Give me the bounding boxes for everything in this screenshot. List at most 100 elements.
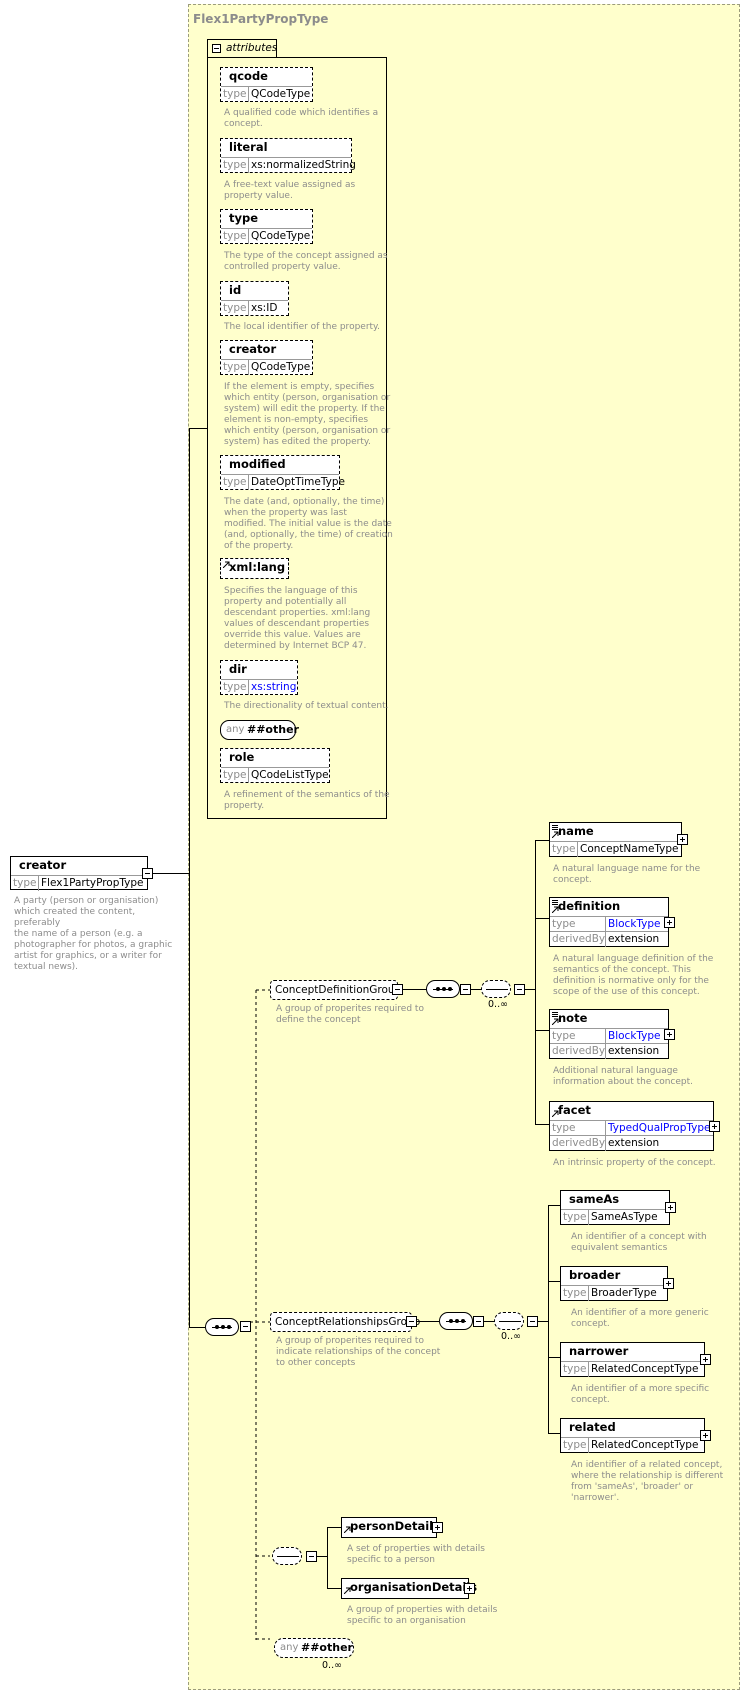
element-type[interactable]: BlockType xyxy=(608,1030,661,1042)
element-name-label: note xyxy=(558,1011,588,1025)
attribute-id[interactable]: id type xs:ID xyxy=(220,281,289,316)
attribute-name: role xyxy=(229,750,255,764)
element-type: RelatedConceptType xyxy=(591,1363,699,1375)
attribute-creator[interactable]: creator type QCodeType xyxy=(220,340,313,375)
type-key: type xyxy=(552,918,576,930)
concept-definition-sequence-collapse-icon[interactable] xyxy=(460,984,471,995)
concept-definition-group[interactable]: ConceptDefinitionGroup xyxy=(270,980,402,1000)
attribute-name: creator xyxy=(229,342,277,356)
type-key: type xyxy=(552,1030,576,1042)
attribute-name: id xyxy=(229,283,242,297)
element-note-expand-icon[interactable] xyxy=(664,1029,675,1040)
attribute-type: xs:ID xyxy=(251,302,278,314)
element-name-label: personDetails xyxy=(350,1519,440,1533)
details-choice-collapse-icon[interactable] xyxy=(306,1551,317,1562)
root-type-value: Flex1PartyPropType xyxy=(41,877,144,889)
concept-definition-collapse-icon[interactable] xyxy=(392,984,403,995)
element-definition-expand-icon[interactable] xyxy=(664,917,675,928)
element-broader-expand-icon[interactable] xyxy=(663,1278,674,1289)
element-organisation-details[interactable]: organisationDetails xyxy=(341,1578,477,1599)
type-key: type xyxy=(223,302,247,314)
element-same-as-expand-icon[interactable] xyxy=(665,1202,676,1213)
concept-relationships-sequence-icon xyxy=(439,1312,473,1330)
element-person-details-expand-icon[interactable] xyxy=(432,1522,443,1533)
element-type: ConceptNameType xyxy=(580,843,679,855)
any-other-element[interactable]: any ##other xyxy=(274,1638,354,1658)
type-key: type xyxy=(223,159,247,171)
element-type[interactable]: BlockType xyxy=(608,918,661,930)
element-name-label: definition xyxy=(558,899,621,913)
details-choice-icon xyxy=(272,1547,302,1565)
root-element-creator[interactable]: creator type Flex1PartyPropType xyxy=(10,856,148,891)
concept-definition-sequence-icon xyxy=(426,980,460,998)
root-collapse-icon[interactable] xyxy=(142,868,153,879)
type-key: type xyxy=(223,681,247,693)
type-key: type xyxy=(563,1211,587,1223)
element-derived: extension xyxy=(608,1137,660,1149)
attribute-xml-lang[interactable]: xml:lang xyxy=(220,558,289,579)
element-name-label: name xyxy=(558,824,594,838)
concept-relationships-collapse-icon[interactable] xyxy=(406,1316,417,1327)
element-narrower-expand-icon[interactable] xyxy=(700,1354,711,1365)
element-name-label: broader xyxy=(569,1268,621,1282)
main-sequence-collapse-icon[interactable] xyxy=(240,1321,251,1332)
element-person-details[interactable]: personDetails xyxy=(341,1517,440,1538)
reference-arrow-icon xyxy=(552,1110,559,1117)
concept-relationships-group[interactable]: ConceptRelationshipsGroup xyxy=(270,1312,420,1332)
documentation-icon xyxy=(552,825,558,831)
element-type[interactable]: TypedQualPropType xyxy=(608,1122,711,1134)
documentation-icon xyxy=(552,900,558,906)
concept-definition-choice-icon xyxy=(481,980,511,998)
element-facet-description: An intrinsic property of the concept. xyxy=(553,1158,716,1168)
type-key: type xyxy=(223,476,247,488)
element-related-expand-icon[interactable] xyxy=(700,1430,711,1441)
concept-definition-multiplicity: 0..∞ xyxy=(488,999,508,1010)
concept-relationships-sequence-collapse-icon[interactable] xyxy=(473,1316,484,1327)
any-key: any xyxy=(226,724,245,735)
concept-relationships-choice-collapse-icon[interactable] xyxy=(527,1316,538,1327)
any-other-attribute[interactable]: any ##other xyxy=(220,720,299,740)
group-name: ConceptDefinitionGroup xyxy=(275,984,402,996)
element-type: RelatedConceptType xyxy=(591,1439,699,1451)
attribute-id-description: The local identifier of the property. xyxy=(224,322,380,332)
reference-arrow-icon xyxy=(552,906,559,913)
attribute-type: QCodeType xyxy=(251,361,311,373)
element-name-expand-icon[interactable] xyxy=(677,834,688,845)
concept-definition-choice-collapse-icon[interactable] xyxy=(514,984,525,995)
any-other-element-multiplicity: 0..∞ xyxy=(322,1660,342,1671)
attributes-tab[interactable]: attributes xyxy=(207,39,277,57)
attributes-collapse-icon[interactable] xyxy=(212,44,221,53)
concept-relationships-choice-icon xyxy=(494,1312,524,1330)
element-facet-expand-icon[interactable] xyxy=(709,1121,720,1132)
attribute-name: literal xyxy=(229,140,268,154)
type-key: type xyxy=(223,361,247,373)
attribute-type: xs:normalizedString xyxy=(251,159,356,171)
concept-relationships-multiplicity: 0..∞ xyxy=(501,1331,521,1342)
element-name-label: sameAs xyxy=(569,1192,620,1206)
main-sequence-icon xyxy=(205,1318,239,1336)
element-organisation-details-expand-icon[interactable] xyxy=(464,1583,475,1594)
attribute-literal[interactable]: literal type xs:normalizedString xyxy=(220,138,356,173)
attribute-type[interactable]: xs:string xyxy=(251,681,297,693)
any-key: any xyxy=(280,1642,299,1653)
